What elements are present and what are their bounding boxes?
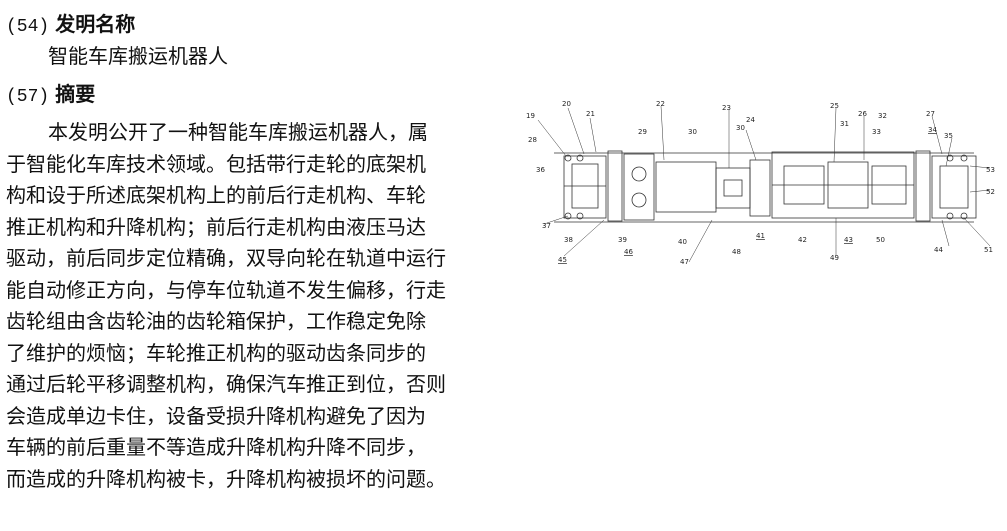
left-push-mechanism (623, 153, 655, 221)
abstract-line: 构和设于所述底架机构上的前后行走机构、车轮 (6, 183, 426, 207)
ref-numeral: 30 (688, 128, 697, 136)
right-push-frame (915, 150, 931, 222)
ref-numeral: 32 (878, 112, 887, 120)
ref-numeral: 31 (840, 120, 849, 128)
ref-numeral: 52 (986, 188, 995, 196)
left-guide-wheel (576, 154, 584, 162)
left-push-gear (631, 166, 647, 182)
title-label: 发明名称 (55, 12, 136, 36)
ref-numeral: 27 (926, 110, 935, 118)
ref-numeral: 40 (678, 238, 687, 246)
title-code: (54) (6, 17, 50, 37)
abstract-line: 于智能化车库技术领域。包括带行走轮的底架机 (6, 151, 426, 176)
abstract-line: 车辆的前后重量不等造成升降机构升降不同步， (6, 435, 426, 459)
ref-numeral: 38 (564, 236, 573, 244)
ref-numeral: 29 (638, 128, 647, 136)
ref-numeral: 49 (830, 254, 839, 262)
abstract-line: 推正机构和升降机构；前后行走机构由液压马达 (6, 214, 426, 239)
ref-numeral: 47 (680, 258, 689, 266)
robot-schematic: 19 20 21 22 23 24 25 26 27 28 29 30 30 3… (526, 100, 995, 266)
ref-numeral: 48 (732, 248, 741, 256)
leader-lines (537, 105, 991, 263)
left-guide-wheel (576, 212, 584, 220)
abstract-line: 通过后轮平移调整机构，确保汽车推正到位，否则 (6, 372, 446, 396)
abstract-body: 本发明公开了一种智能车库搬运机器人，属 于智能化车库技术领域。包括带行走轮的底架… (6, 117, 496, 495)
right-guide-wheel (960, 154, 968, 162)
ref-numeral: 28 (528, 136, 537, 144)
left-guide-wheel (564, 154, 572, 162)
reference-numerals: 19 20 21 22 23 24 25 26 27 28 29 30 30 3… (526, 100, 995, 266)
ref-numeral: 23 (722, 104, 731, 112)
title-heading: (54)发明名称 (6, 12, 135, 39)
left-guide-wheel (564, 212, 572, 220)
ref-numeral: 21 (586, 110, 595, 118)
ref-numeral: 46 (624, 248, 633, 256)
ref-numeral: 30 (736, 124, 745, 132)
ref-numeral: 44 (934, 246, 943, 254)
ref-numeral: 45 (558, 256, 567, 264)
ref-numeral: 20 (562, 100, 571, 108)
ref-numeral: 19 (526, 112, 535, 120)
ref-numeral: 35 (944, 132, 953, 140)
abstract-line: 驱动，前后同步定位精确，双导向轮在轨道中运行 (6, 246, 446, 270)
lift-column (749, 159, 771, 217)
abstract-line: 会造成单边卡住，设备受损升降机构避免了因为 (6, 403, 426, 428)
invention-title: 智能车库搬运机器人 (48, 44, 228, 68)
ref-numeral: 41 (756, 232, 765, 240)
ref-numeral: 26 (858, 110, 867, 118)
right-guide-wheel (960, 212, 968, 220)
abstract-line: 本发明公开了一种智能车库搬运机器人，属 (48, 120, 428, 144)
ref-numeral: 50 (876, 236, 885, 244)
ref-numeral: 39 (618, 236, 627, 244)
left-push-gear (631, 192, 647, 208)
central-beam (655, 161, 717, 213)
left-push-frame (607, 150, 623, 222)
abstract-line: 了维护的烦恼；车轮推正机构的驱动齿条同步的 (6, 340, 426, 365)
ref-numeral: 51 (984, 246, 993, 254)
ref-numeral: 25 (830, 102, 839, 110)
hydraulic-motor-block (715, 167, 751, 209)
ref-numeral: 33 (872, 128, 881, 136)
ref-numeral: 36 (536, 166, 545, 174)
right-guide-wheel (946, 154, 954, 162)
ref-numeral: 43 (844, 236, 853, 244)
ref-numeral: 22 (656, 100, 665, 108)
patent-drawing: 19 20 21 22 23 24 25 26 27 28 29 30 30 3… (524, 96, 1004, 268)
left-end-frame (563, 155, 607, 219)
hydraulic-motor (723, 179, 743, 197)
right-gearbox (939, 165, 969, 209)
abstract-code: (57) (6, 87, 50, 107)
abstract-heading: (57)摘要 (6, 82, 95, 109)
abstract-label: 摘要 (55, 82, 96, 106)
ref-numeral: 34 (928, 126, 937, 134)
ref-numeral: 24 (746, 116, 755, 124)
abstract-line: 齿轮组由含齿轮油的齿轮箱保护，工作稳定免除 (6, 309, 426, 333)
ref-numeral: 42 (798, 236, 807, 244)
ref-numeral: 37 (542, 222, 551, 230)
right-guide-wheel (946, 212, 954, 220)
abstract-line: 能自动修正方向，与停车位轨道不发生偏移，行走 (6, 277, 446, 302)
ref-numeral: 53 (986, 166, 995, 174)
abstract-line: 而造成的升降机构被卡，升降机构被损坏的问题。 (6, 466, 446, 491)
right-end-frame (931, 155, 977, 219)
